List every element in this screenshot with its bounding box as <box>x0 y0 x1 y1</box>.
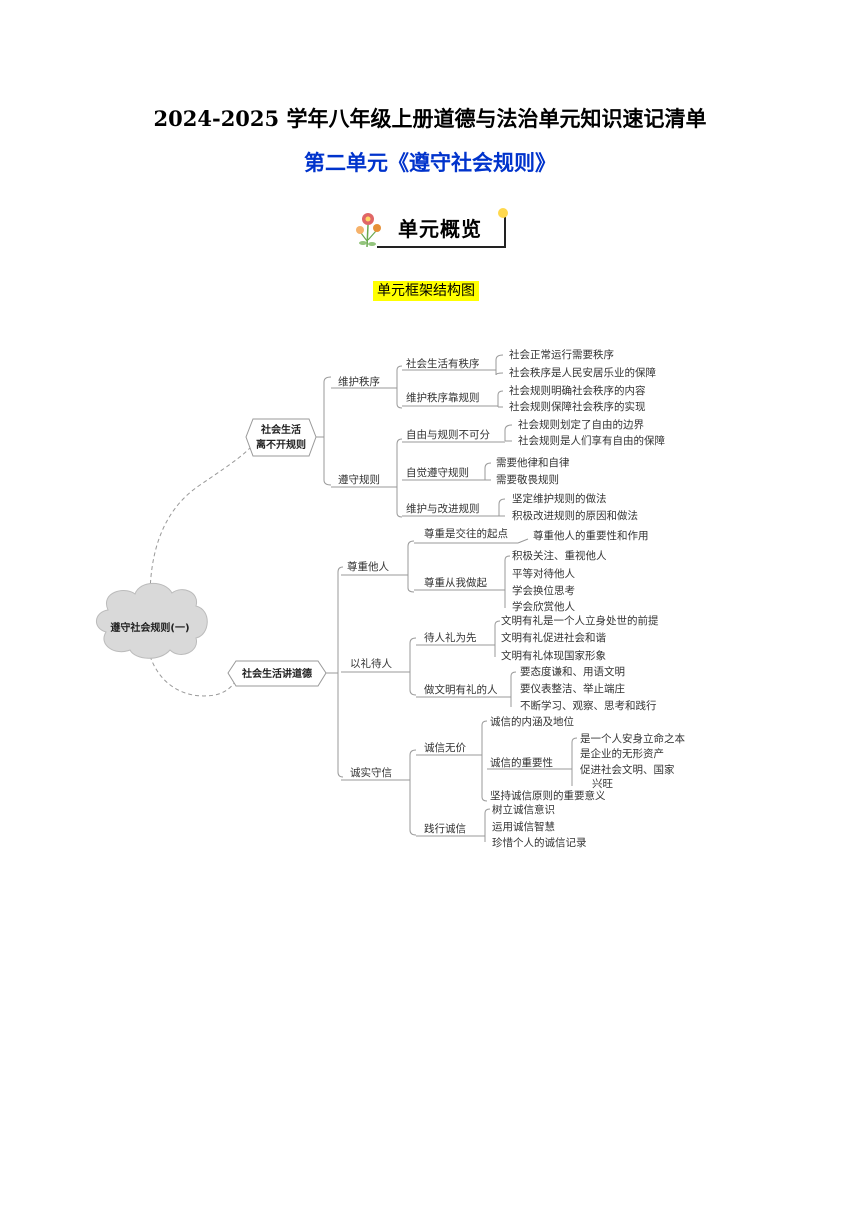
leaf: 需要他律和自律 <box>496 456 570 469</box>
branch1-line2: 离不开规则 <box>256 438 306 451</box>
leaf: 社会规则保障社会秩序的实现 <box>509 400 646 413</box>
t5-fork <box>405 749 417 836</box>
sub-improve-rules: 维护与改进规则 <box>406 502 480 515</box>
t5s1-fork <box>477 720 488 802</box>
leaf: 社会规则划定了自由的边界 <box>518 418 644 431</box>
framework-caption: 单元框架结构图 <box>373 281 479 301</box>
leaf: 是企业的无形资产 <box>580 747 664 760</box>
leaf: 学会换位思考 <box>512 584 575 597</box>
t5-sub-lines <box>416 754 480 837</box>
root-link-2 <box>149 655 239 697</box>
badge-label: 单元概览 <box>398 217 482 241</box>
root-link-1 <box>149 447 251 599</box>
t3s1-link <box>517 538 529 544</box>
leaf: 树立诚信意识 <box>492 803 555 816</box>
t3s2-fork <box>500 555 511 608</box>
sub-self-obey: 自觉遵守规则 <box>406 466 469 479</box>
leaf: 积极关注、重视他人 <box>512 549 607 562</box>
badge-dot <box>498 208 508 218</box>
page-title: 2024-2025 学年八年级上册道德与法治单元知识速记清单 <box>153 106 707 131</box>
topic-maintain-order: 维护秩序 <box>338 375 380 388</box>
leaf: 社会正常运行需要秩序 <box>509 348 614 361</box>
sub-courtesy-first: 待人礼为先 <box>424 631 477 644</box>
leaf: 珍惜个人的诚信记录 <box>492 836 587 849</box>
unit-overview-badge: 单元概览 <box>353 205 509 249</box>
importance-fork <box>568 737 578 786</box>
leaf: 文明有礼促进社会和谐 <box>501 631 606 644</box>
leaf: 学会欣赏他人 <box>512 600 575 613</box>
leaf: 平等对待他人 <box>512 567 575 580</box>
root-label: 遵守社会规则(一) <box>110 621 189 634</box>
sub-respect-start: 尊重是交往的起点 <box>424 527 508 540</box>
t3-fork <box>400 540 415 593</box>
leaf: 要态度谦和、用语文明 <box>520 665 625 678</box>
b2-topic-underlines <box>341 574 405 781</box>
leaf: 社会规则是人们享有自由的保障 <box>518 434 665 447</box>
t2-fork <box>392 438 403 518</box>
t2s3-fork <box>494 498 506 517</box>
leaf: 社会秩序是人民安居乐业的保障 <box>509 366 656 379</box>
leaf: 社会规则明确社会秩序的内容 <box>509 384 646 397</box>
sub-integrity-priceless: 诚信无价 <box>424 742 466 754</box>
topic-obey-rules: 遵守规则 <box>338 473 380 486</box>
branch2-node: 社会生活讲道德 <box>227 660 327 687</box>
branch1-line1: 社会生活 <box>260 423 301 436</box>
leaf: 文明有礼体现国家形象 <box>501 649 606 662</box>
b1-spine <box>316 376 332 486</box>
t2s2-fork <box>480 462 492 481</box>
topic-integrity: 诚实守信 <box>350 766 392 779</box>
leaf: 是一个人安身立命之本 <box>580 732 685 745</box>
b2-spine <box>326 566 344 778</box>
leaf: 不断学习、观察、思考和践行 <box>520 699 657 712</box>
t1-sub-lines <box>402 369 495 407</box>
t1s1-fork <box>490 354 504 376</box>
leaf: 坚定维护规则的做法 <box>512 492 607 505</box>
unit-subtitle: 第二单元《遵守社会规则》 <box>304 150 556 175</box>
t2s1-fork <box>500 424 513 443</box>
item-connotation: 诚信的内涵及地位 <box>490 715 574 728</box>
root-node: 遵守社会规则(一) <box>96 582 208 659</box>
leaf: 兴旺 <box>592 778 613 790</box>
item-importance: 诚信的重要性 <box>490 756 553 769</box>
sub-civil-person: 做文明有礼的人 <box>424 683 498 696</box>
sub-practice-integrity: 践行诚信 <box>424 822 466 835</box>
t4s2-fork <box>505 671 517 707</box>
item-significance: 坚持诚信原则的重要意义 <box>490 789 606 802</box>
leaf: 文明有礼是一个人立身处世的前提 <box>501 614 659 627</box>
t1s2-fork <box>495 390 504 408</box>
t5s2-fork <box>480 808 491 842</box>
t3-sub-lines <box>414 542 518 591</box>
leaf: 促进社会文明、国家 <box>580 763 675 776</box>
leaf: 尊重他人的重要性和作用 <box>533 529 649 542</box>
cloud-shape <box>96 582 208 659</box>
topic-courtesy: 以礼待人 <box>350 657 392 670</box>
sub-respect-me: 尊重从我做起 <box>424 576 487 589</box>
leaf: 运用诚信智慧 <box>492 820 555 833</box>
sub-order-by-rules: 维护秩序靠规则 <box>406 391 480 404</box>
t4-sub-lines <box>416 644 505 698</box>
flower-icon <box>356 213 381 248</box>
leaf: 要仪表整洁、举止端庄 <box>520 682 625 695</box>
branch1-node: 社会生活 离不开规则 <box>245 418 317 457</box>
t1-fork <box>392 365 403 409</box>
leaf: 需要敬畏规则 <box>496 473 559 486</box>
sub-freedom-rules: 自由与规则不可分 <box>406 428 490 441</box>
badge-frame <box>377 209 506 248</box>
t4s1-fork <box>490 620 501 657</box>
branch2-hexagon <box>227 660 327 687</box>
leaf: 积极改进规则的原因和做法 <box>512 509 638 522</box>
t2-sub-lines <box>402 441 500 517</box>
t4-fork <box>404 637 417 696</box>
branch1-hexagon <box>245 418 317 457</box>
branch2-label: 社会生活讲道德 <box>241 667 312 680</box>
sub-social-order: 社会生活有秩序 <box>406 357 480 370</box>
topic-respect: 尊重他人 <box>347 560 389 573</box>
